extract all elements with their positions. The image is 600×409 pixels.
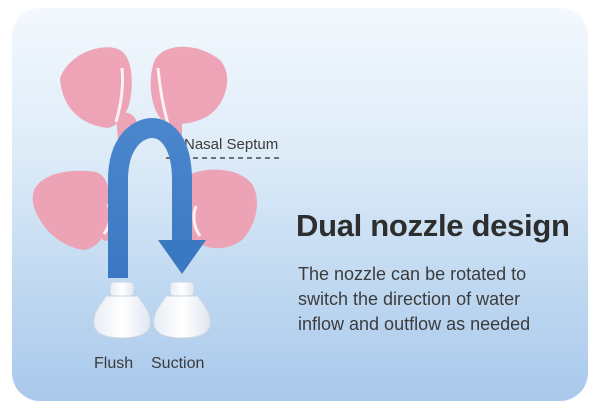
suction-label: Suction — [151, 355, 204, 372]
feature-title: Dual nozzle design — [296, 208, 570, 243]
feature-card: Nasal Septum Flush Suction Dual nozzle d… — [12, 8, 588, 401]
nasal-irrigation-diagram: Nasal Septum Flush Suction — [32, 46, 282, 372]
description-line: switch the direction of water — [298, 289, 521, 309]
left-maxillary-sinus — [32, 170, 111, 250]
right-frontal-sinus — [150, 46, 228, 124]
description-line: The nozzle can be rotated to — [298, 264, 527, 284]
u-turn-arrow-icon — [108, 117, 206, 278]
flush-nozzle-icon — [93, 281, 151, 339]
description-line: inflow and outflow as needed — [298, 314, 531, 334]
septum-label: Nasal Septum — [184, 136, 278, 153]
flush-label: Flush — [94, 355, 133, 372]
suction-nozzle-icon — [153, 281, 211, 339]
left-frontal-sinus — [60, 47, 132, 128]
feature-description: The nozzle can be rotated to switch the … — [298, 262, 578, 337]
